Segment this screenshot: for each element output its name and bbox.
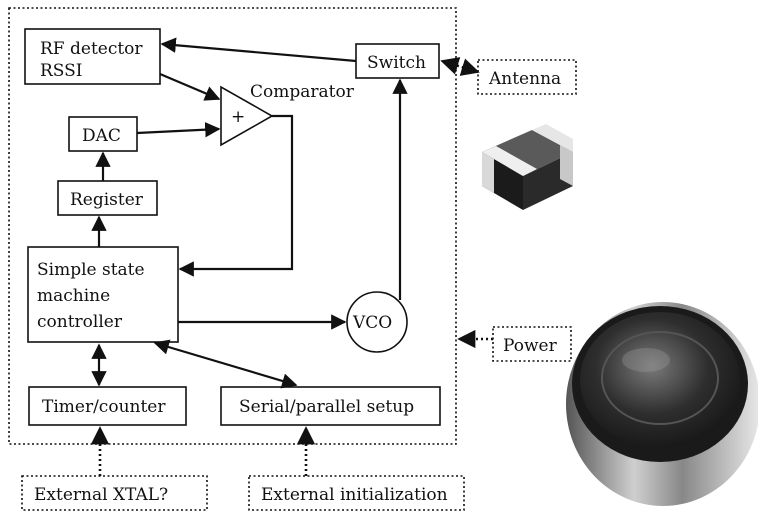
comparator-to-controller-arrow	[178, 114, 294, 277]
controller-label-line1: Simple state	[37, 260, 145, 280]
comparator-label: Comparator	[250, 82, 355, 102]
external-initialization-label: External initialization	[261, 485, 448, 505]
external-initialization-box: External initialization	[248, 475, 465, 511]
controller-label-line3: controller	[37, 312, 123, 332]
controller-serial-bidirectional-arrow	[153, 339, 298, 389]
switch-to-rf-detector-arrow	[160, 37, 357, 63]
dac-to-comparator-arrow	[136, 121, 221, 138]
timer-counter-block: Timer/counter	[28, 386, 187, 426]
antenna-label: Antenna	[488, 69, 561, 89]
rf-detector-label: RF detector	[40, 39, 143, 59]
rssi-label: RSSI	[40, 61, 83, 81]
switch-label: Switch	[367, 53, 426, 73]
comparator-block: + Comparator	[220, 82, 355, 147]
register-block: Register	[57, 180, 158, 216]
coin-cell-battery-photo	[566, 302, 758, 506]
switch-block: Switch	[355, 43, 440, 79]
antenna-switch-dotted-arrow	[440, 57, 480, 76]
external-xtal-box: External XTAL?	[21, 475, 208, 511]
chip-boundary	[8, 7, 457, 445]
power-label: Power	[503, 336, 558, 356]
external-xtal-label: External XTAL?	[34, 485, 168, 505]
vco-block: VCO	[346, 291, 408, 353]
serial-parallel-setup-block: Serial/parallel setup	[220, 386, 441, 426]
serial-parallel-label: Serial/parallel setup	[239, 397, 414, 417]
rf-detector-block: RF detector RSSI	[24, 28, 161, 85]
dac-label: DAC	[82, 126, 121, 146]
state-machine-controller-block: Simple state machine controller	[27, 246, 179, 343]
antenna-box: Antenna	[477, 59, 577, 95]
power-box: Power	[492, 326, 572, 362]
vco-label: VCO	[352, 313, 392, 333]
dac-block: DAC	[68, 116, 138, 152]
rf-to-comparator-arrow	[159, 72, 221, 101]
controller-label-line2: machine	[37, 286, 110, 306]
timer-counter-label: Timer/counter	[42, 397, 166, 417]
chip-capacitor-photo	[482, 124, 573, 210]
register-label: Register	[70, 190, 144, 210]
comparator-plus-sign: +	[231, 107, 245, 127]
